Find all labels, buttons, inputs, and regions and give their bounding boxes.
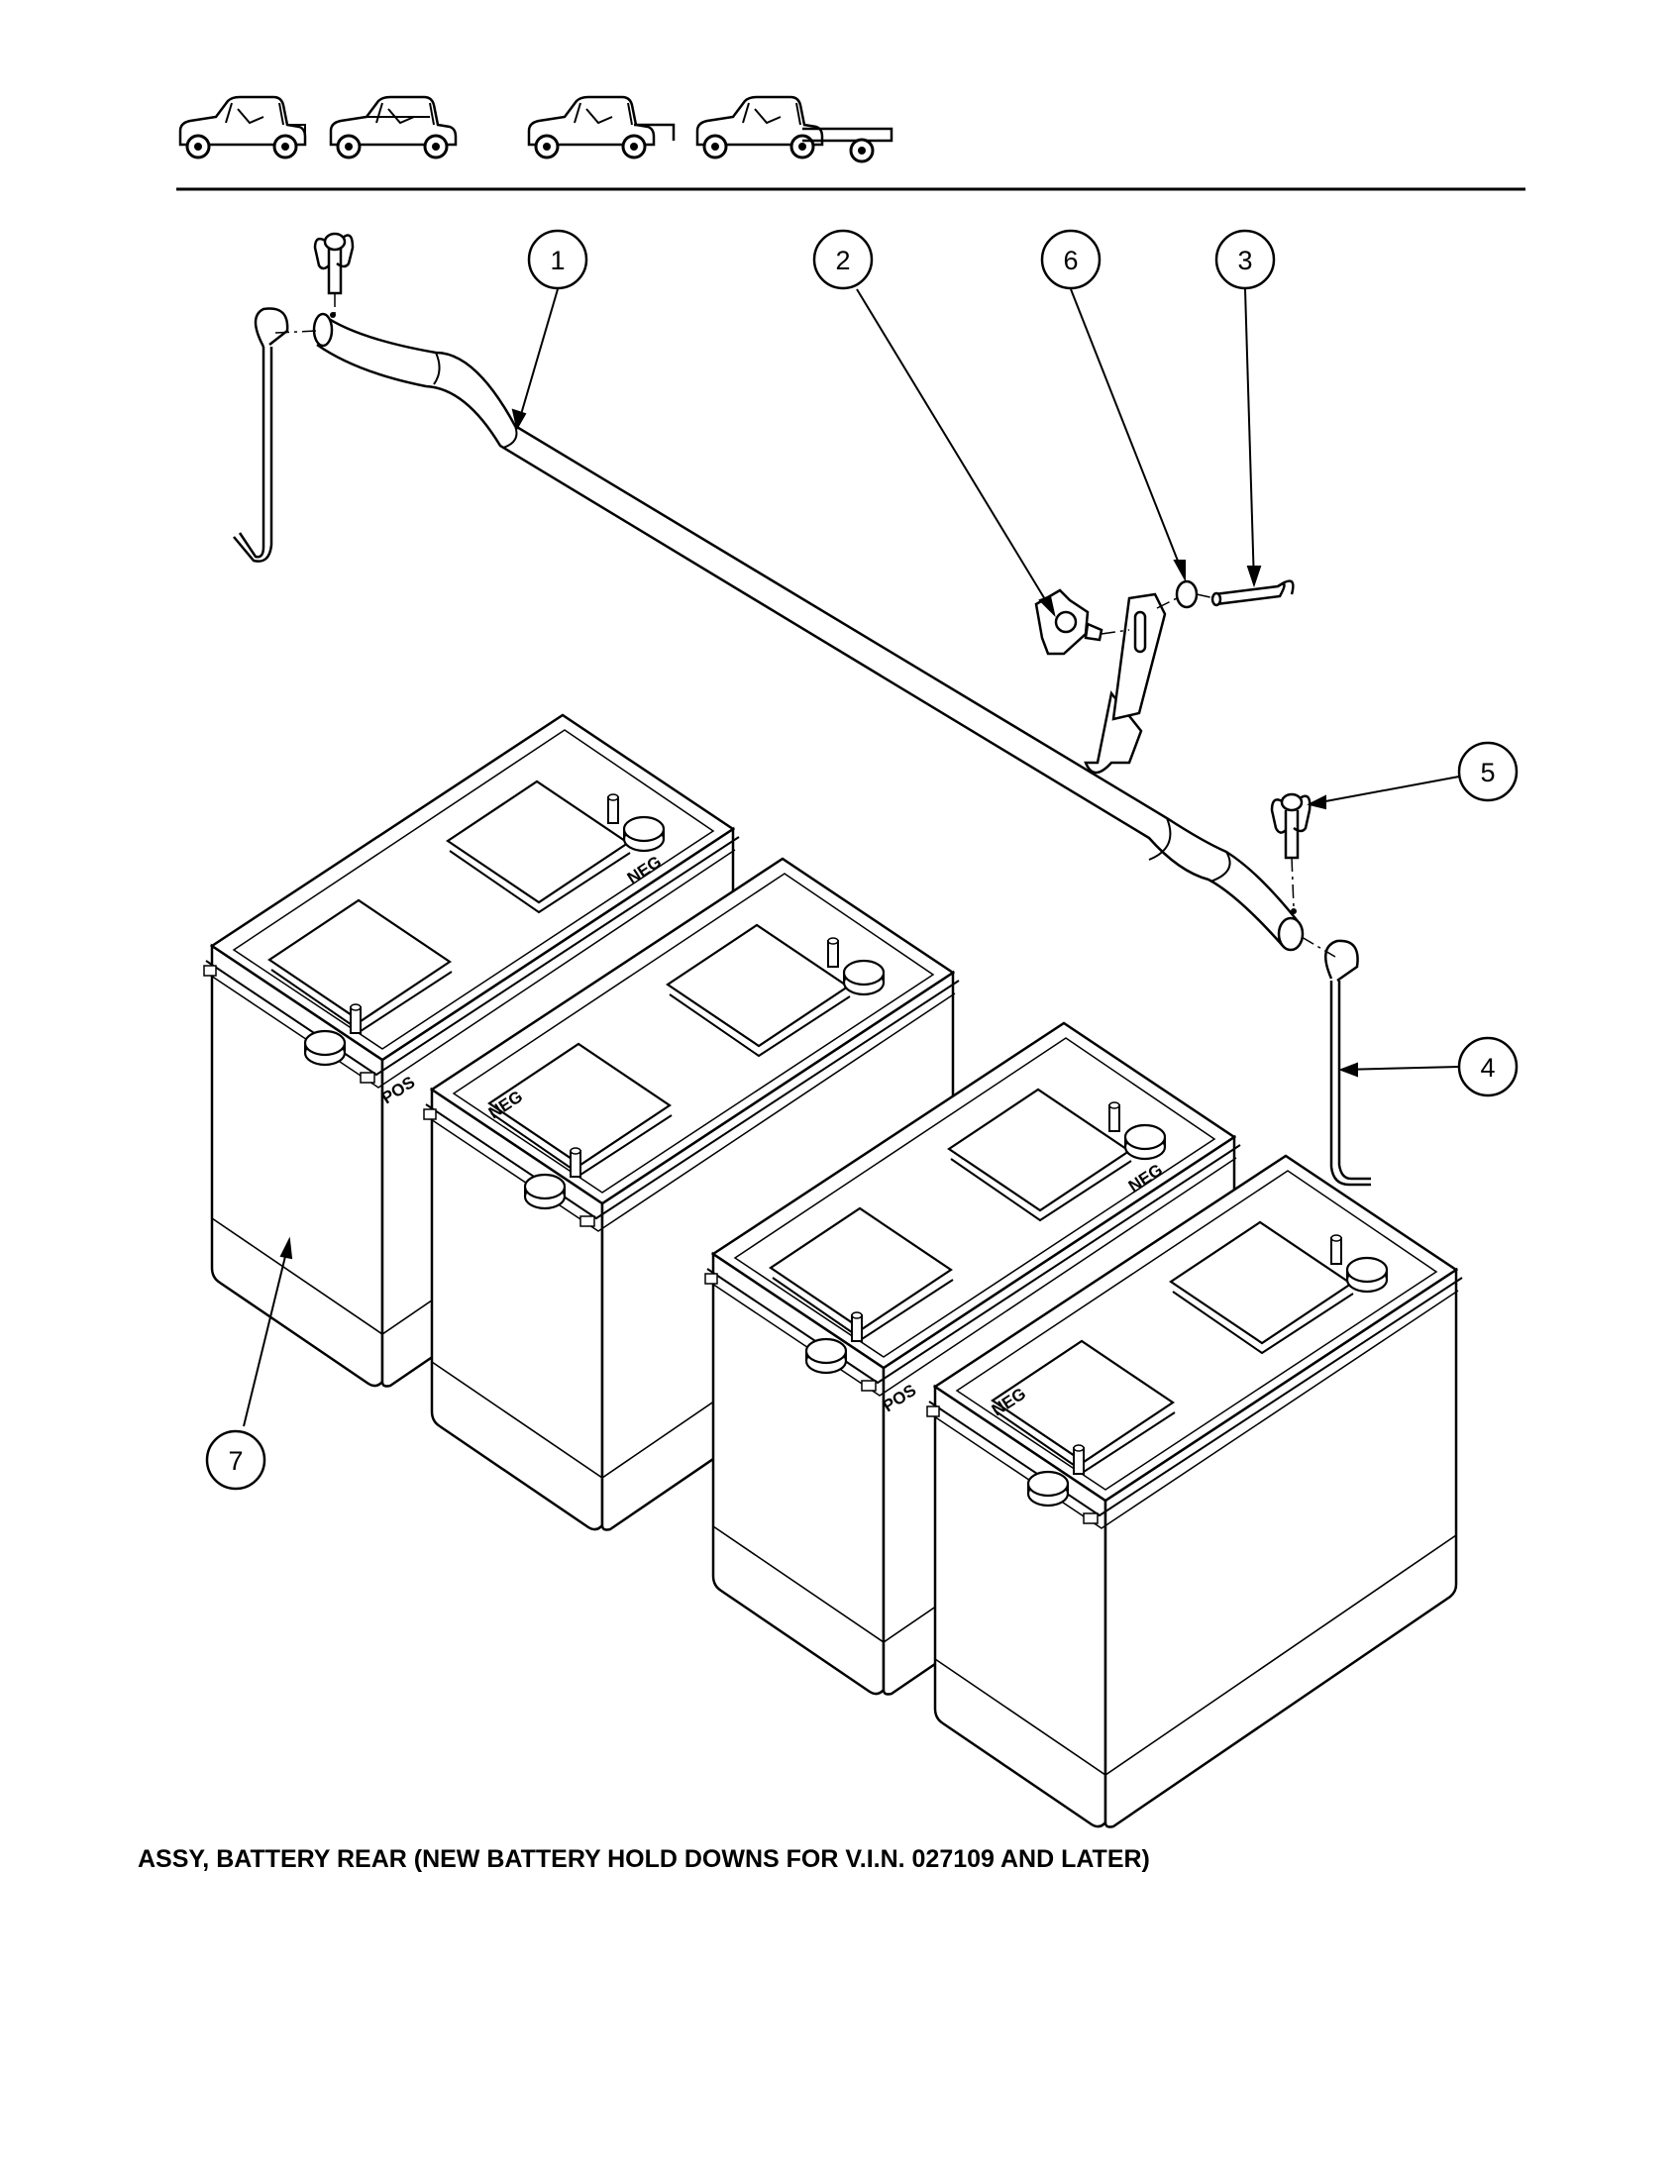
leader-lines: [243, 288, 1460, 1427]
callout-number: 3: [1237, 246, 1252, 275]
callout-5: 5: [1457, 741, 1519, 802]
callout-number: 1: [550, 246, 565, 275]
2-seat-vehicle-icon: [178, 95, 307, 159]
callout-6: 6: [1040, 229, 1102, 290]
callout-7: 7: [205, 1429, 266, 1491]
hold-down-bracket: [1084, 592, 1167, 775]
battery-3: POS NEG: [703, 1021, 1242, 1696]
callout-2: 2: [812, 229, 874, 290]
battery-2: NEG: [422, 857, 961, 1531]
battery-1: POS NEG: [202, 713, 741, 1388]
washer-part: [1175, 579, 1199, 609]
hold-down-bar: [312, 312, 1305, 952]
battery-4: NEG: [925, 1154, 1464, 1828]
short-bed-vehicle-icon: [527, 95, 676, 159]
callout-number: 7: [228, 1446, 243, 1476]
lynch-pin-left: [313, 232, 355, 295]
callout-number: 6: [1063, 246, 1078, 275]
flatbed-vehicle-icon: [695, 95, 893, 163]
vehicle-icons: [178, 95, 893, 163]
figure-caption: ASSY, BATTERY REAR (NEW BATTERY HOLD DOW…: [138, 1845, 1150, 1873]
callout-number: 5: [1480, 758, 1495, 787]
j-hook-right: [1324, 939, 1371, 1187]
callout-number: 2: [835, 246, 850, 275]
j-hook-left: [233, 307, 289, 563]
callout-3: 3: [1214, 229, 1276, 290]
callout-number: 4: [1480, 1053, 1495, 1083]
callout-4: 4: [1457, 1036, 1519, 1097]
assembly-centerlines: [274, 293, 1336, 958]
pin-part: [1210, 579, 1295, 607]
callout-1: 1: [527, 229, 588, 290]
lynch-pin-right: [1270, 792, 1312, 860]
4-seat-vehicle-icon: [329, 95, 458, 159]
